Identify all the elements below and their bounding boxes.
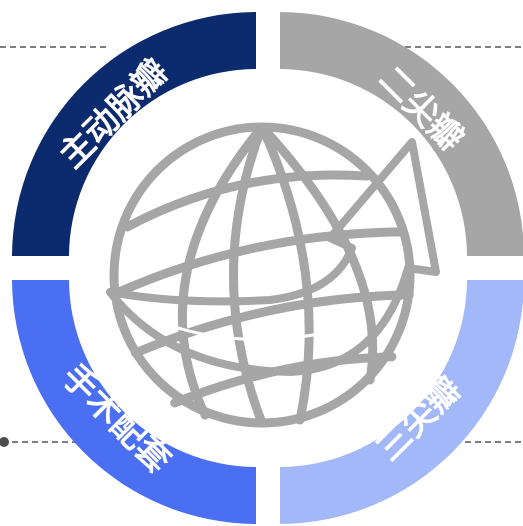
segment-bottom-right[interactable] (280, 280, 523, 524)
connector-lines (0, 46, 523, 447)
globe-longitude (257, 122, 378, 385)
globe-with-arrow-icon (106, 122, 440, 428)
segment-bottom-left[interactable] (12, 280, 256, 524)
segment-top-right[interactable] (280, 12, 523, 256)
globe-longitude (177, 122, 267, 420)
segment-top-left[interactable] (12, 12, 256, 256)
connector-dot (0, 437, 9, 447)
arrow-highlight (148, 316, 332, 341)
globe-longitude (257, 122, 314, 425)
globe-latitude (113, 227, 407, 297)
rising-arrow (106, 138, 440, 376)
globe-longitude (229, 122, 267, 428)
